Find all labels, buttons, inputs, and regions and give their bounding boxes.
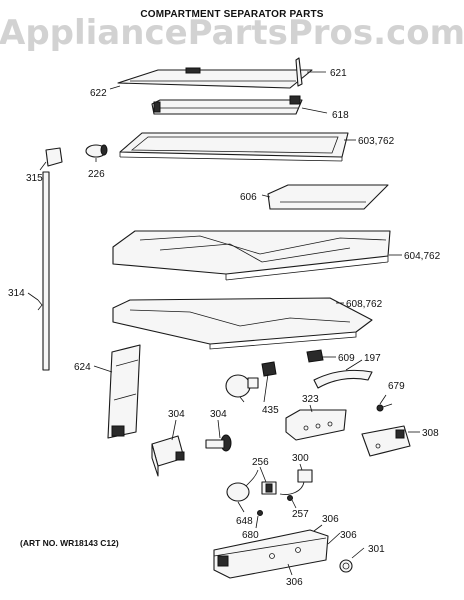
- callout-226: 226: [88, 169, 105, 180]
- part-648-thermostat: [226, 469, 259, 502]
- callout-300: 300: [292, 453, 309, 464]
- callout-680: 680: [242, 530, 259, 541]
- part-604-separator: [112, 230, 391, 281]
- callout-304b: 304: [210, 409, 227, 420]
- part-609-clip: [306, 349, 324, 363]
- part-680-screw: [257, 510, 263, 516]
- callout-306b: 306: [340, 530, 357, 541]
- callout-621: 621: [330, 68, 347, 79]
- callout-306a: 306: [322, 514, 339, 525]
- art-number: (ART NO. WR18143 C12): [20, 538, 119, 548]
- part-622-cover: [117, 67, 313, 89]
- part-621-tube: [295, 57, 303, 87]
- callout-308: 308: [422, 428, 439, 439]
- callout-624: 624: [74, 362, 91, 373]
- part-306-housing: [213, 529, 329, 579]
- callout-323: 323: [302, 394, 319, 405]
- callout-304a: 304: [168, 409, 185, 420]
- callout-256: 256: [252, 457, 269, 468]
- callout-301: 301: [368, 544, 385, 555]
- part-197-diffuser: [313, 369, 373, 389]
- part-256-switch: [261, 481, 277, 495]
- part-608-separator: [112, 297, 373, 350]
- callout-609: 609: [338, 353, 355, 364]
- watermark: AppliancePartsPros.com: [0, 13, 464, 53]
- leader-lines: [27, 71, 420, 576]
- callout-648: 648: [236, 516, 253, 527]
- part-301-cap: [339, 559, 353, 573]
- part-315-rod: [37, 147, 63, 371]
- callout-603: 603,762: [358, 136, 395, 147]
- part-323-bracket: [285, 409, 347, 441]
- callout-608: 608,762: [346, 299, 383, 310]
- callout-618: 618: [332, 110, 349, 121]
- part-257-screw: [287, 495, 293, 501]
- callout-679: 679: [388, 381, 405, 392]
- callout-314: 314: [8, 288, 25, 299]
- callout-435: 435: [262, 405, 279, 416]
- callout-306c: 306: [286, 577, 303, 588]
- callout-606: 606: [240, 192, 257, 203]
- callout-labels: 621 622 618 603,762 315 226 606 604,762 …: [8, 68, 441, 588]
- part-624-bracket: [107, 344, 141, 439]
- callout-197: 197: [364, 353, 381, 364]
- callout-257: 257: [292, 509, 309, 520]
- part-300-harness: [279, 469, 313, 495]
- part-618-housing: [151, 95, 303, 115]
- part-435-bulb: [225, 361, 277, 398]
- callout-622: 622: [90, 88, 107, 99]
- part-308-plate: [361, 425, 411, 457]
- part-304-control-box: [151, 435, 185, 477]
- part-226-knob: [85, 144, 108, 158]
- callout-604: 604,762: [404, 251, 441, 262]
- part-679-screw: [376, 403, 393, 412]
- part-304-knob: [205, 434, 232, 452]
- callout-315: 315: [26, 173, 43, 184]
- part-606-cover: [267, 184, 389, 210]
- diagram-title: COMPARTMENT SEPARATOR PARTS: [140, 9, 323, 20]
- part-603-shelf: [119, 132, 349, 162]
